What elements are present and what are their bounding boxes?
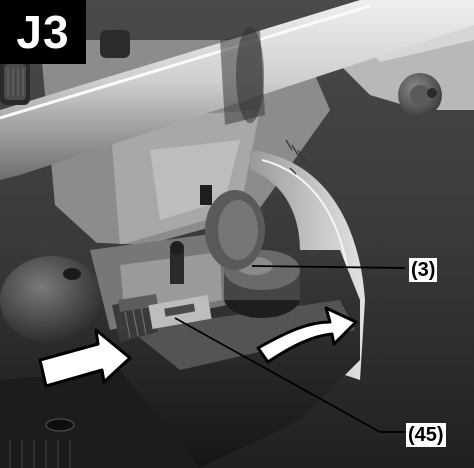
push-arrow-icon — [38, 328, 132, 388]
rotate-arrow-icon — [256, 306, 358, 364]
leader-line-3 — [251, 265, 406, 269]
callout-label-45: (45) — [406, 423, 446, 447]
leader-line-45 — [174, 317, 405, 433]
callout-label-3: (3) — [409, 258, 438, 282]
step-badge: J3 — [0, 0, 86, 64]
